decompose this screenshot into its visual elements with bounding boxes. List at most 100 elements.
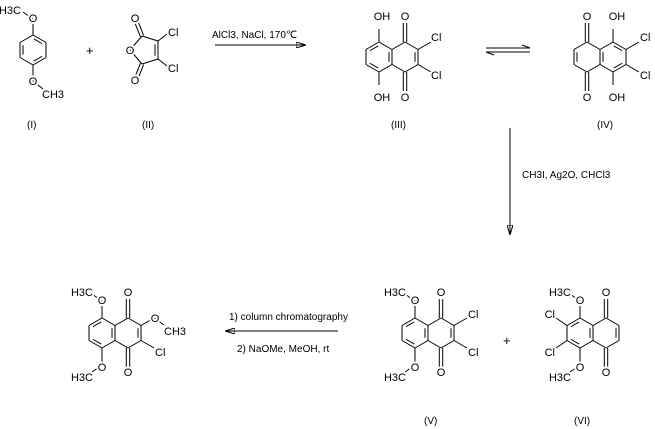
compound-label-V: (V) (424, 416, 437, 427)
atom-label: O (151, 313, 160, 325)
atom-label: O (401, 11, 410, 23)
bond (613, 62, 623, 69)
atom-label: H3C (384, 372, 406, 384)
atom-label: O (401, 92, 410, 104)
atom-label: H3C (384, 287, 406, 299)
atom-label: Cl (640, 32, 650, 44)
atom-label: O (576, 295, 585, 307)
equilibrium-arrows (485, 44, 531, 56)
bond (157, 58, 168, 67)
bond (101, 317, 116, 326)
atom-label: O (602, 367, 611, 379)
bond (555, 317, 568, 326)
bond (613, 45, 623, 52)
bond (369, 45, 379, 52)
bond (405, 321, 415, 328)
atom-label: Cl (155, 347, 165, 359)
bond (579, 340, 594, 349)
bond (440, 317, 455, 326)
atom-label: Cl (431, 70, 441, 82)
bond (153, 317, 165, 326)
bond (414, 317, 429, 326)
bond (404, 41, 419, 50)
bond (612, 64, 627, 73)
bond (555, 340, 568, 349)
bond (569, 293, 581, 302)
bond (427, 340, 442, 349)
plus-sign: + (503, 333, 511, 348)
atom-label: O (124, 367, 133, 379)
bond (137, 20, 145, 36)
bond (129, 49, 143, 65)
atom-label: H3C (71, 287, 93, 299)
bond (391, 41, 406, 50)
atom-label: H3C (549, 287, 571, 299)
plus-sign: + (86, 43, 94, 58)
bond (91, 364, 103, 373)
atom-label: OH (374, 11, 391, 23)
bond (91, 293, 103, 302)
atom-label: H3C (0, 5, 21, 17)
bond (101, 340, 116, 349)
atom-label: O (126, 45, 135, 57)
bond (19, 34, 34, 43)
bond (625, 64, 640, 73)
bond (133, 63, 141, 79)
bond (140, 317, 155, 326)
bond (133, 21, 141, 37)
atom-label: OH (374, 92, 391, 104)
bond (566, 340, 581, 349)
bond (114, 317, 129, 326)
bond (566, 317, 581, 326)
bond (92, 338, 102, 345)
atom-label: Cl (545, 309, 555, 321)
bond (573, 64, 588, 73)
bond (579, 317, 594, 326)
compound-label-III: (III) (391, 120, 406, 131)
atom-label: CH3 (42, 89, 64, 101)
bond (612, 41, 627, 50)
atom-label: H3C (71, 372, 93, 384)
bond (127, 317, 142, 326)
condition-step2: CH3I, Ag2O, CHCl3 (522, 170, 611, 181)
bond (141, 58, 159, 65)
bond (427, 317, 442, 326)
bond (405, 338, 415, 345)
bond (127, 340, 142, 349)
bond (401, 317, 416, 326)
bond (114, 340, 129, 349)
bond (378, 64, 393, 73)
compound-label-IV: (IV) (597, 120, 613, 131)
bond (404, 293, 416, 302)
bond (404, 64, 419, 73)
condition-step3-methoxylation: 2) NaOMe, MeOH, rt (237, 344, 329, 355)
atom-label: OH (609, 11, 626, 23)
bond (573, 41, 588, 50)
bond (369, 62, 379, 69)
atom-label: O (411, 295, 420, 307)
bond (570, 338, 580, 345)
bond (453, 340, 468, 349)
atom-label: O (437, 287, 446, 299)
bond (365, 41, 380, 50)
bond (599, 64, 614, 73)
atom-label: O (602, 287, 611, 299)
atom-label: O (98, 362, 107, 374)
atom-label: O (29, 13, 38, 25)
atom-label: Cl (468, 347, 478, 359)
bond (417, 64, 432, 73)
atom-label: Cl (545, 347, 555, 359)
atom-label: O (437, 367, 446, 379)
compound-label-VI: (VI) (574, 416, 590, 427)
bond (140, 340, 155, 349)
bond (570, 321, 580, 328)
bond (33, 55, 43, 62)
